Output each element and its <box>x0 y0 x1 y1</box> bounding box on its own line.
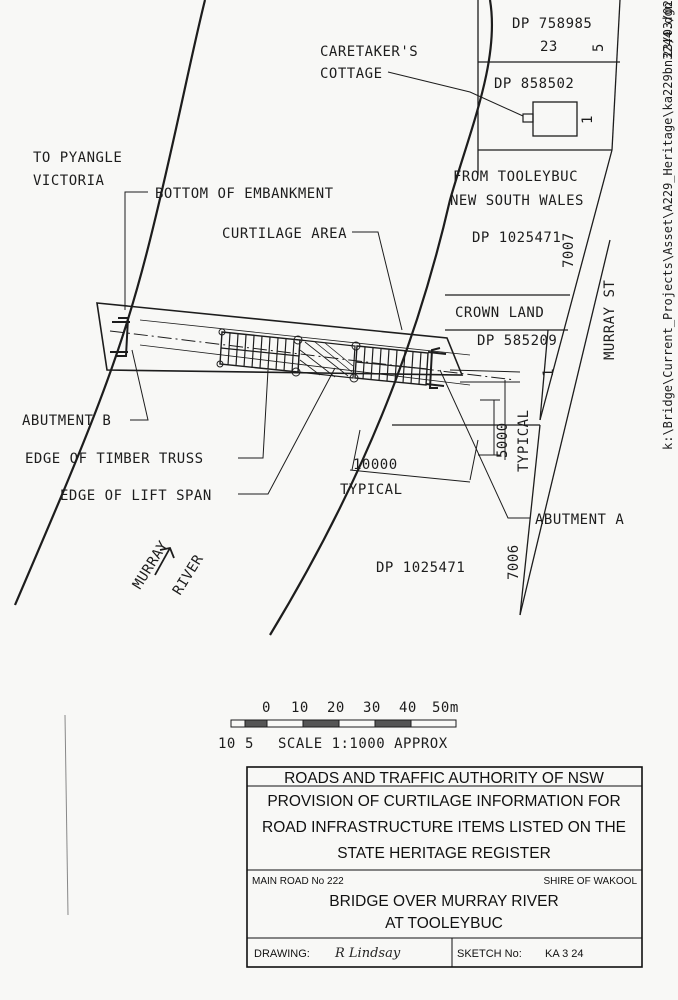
timber-truss-span-west <box>219 331 301 373</box>
dimension-marks <box>349 369 521 483</box>
lot-1b: 1 <box>541 368 557 377</box>
file-path-stamp: k:\Bridge\Current_Projects\Asset\A229_He… <box>661 2 675 450</box>
scale-tick: 0 <box>262 700 271 716</box>
lot-dp-858502: DP 858502 <box>494 76 574 92</box>
property-boundaries <box>392 0 621 616</box>
lot-dp-1025471-top: DP 1025471 <box>472 230 561 246</box>
label-to-pyangle-1: TO PYANGLE <box>33 150 122 166</box>
label-murray-river-2: RIVER <box>170 552 207 598</box>
label-to-pyangle-2: VICTORIA <box>33 173 105 189</box>
tb-sketch-number: KA 3 24 <box>545 948 584 960</box>
lift-span <box>297 339 356 379</box>
tb-shire: SHIRE OF WAKOOL <box>543 876 637 887</box>
abutment-a-symbol <box>425 347 447 389</box>
lot-dp-1025471-bottom: DP 1025471 <box>376 560 465 576</box>
label-bottom-embankment: BOTTOM OF EMBANKMENT <box>155 186 334 202</box>
cottage-porch <box>522 113 534 123</box>
caretaker-cottage-building <box>532 101 578 137</box>
lot-dp-585209: DP 585209 <box>477 333 557 349</box>
lot-23: 23 <box>540 39 558 55</box>
label-from-tooleybuc-2: NEW SOUTH WALES <box>450 193 584 209</box>
curtilage-boundary <box>96 302 464 376</box>
tb-authority: ROADS AND TRAFFIC AUTHORITY OF NSW <box>284 770 604 787</box>
tb-drawing-label: DRAWING: <box>254 948 310 960</box>
label-dim-5000: 5000 <box>495 422 511 458</box>
north-arrow <box>154 546 175 576</box>
river-bank-east <box>269 0 494 636</box>
date-stamp: 23/03/02 <box>661 0 675 58</box>
bridge-centreline <box>109 330 516 381</box>
lot-7007: 7007 <box>561 232 577 268</box>
lot-7006: 7006 <box>506 544 522 580</box>
label-typical-v: TYPICAL <box>516 409 532 472</box>
leader-lines <box>124 71 530 519</box>
margin-line <box>64 714 69 916</box>
label-dim-10000: 10000 <box>353 457 398 473</box>
title-block <box>246 766 643 968</box>
timber-truss-span-east <box>354 345 429 386</box>
tb-sketch-label: SKETCH No: <box>457 948 522 960</box>
tb-line1: PROVISION OF CURTILAGE INFORMATION FOR <box>267 793 620 810</box>
label-edge-lift-span: EDGE OF LIFT SPAN <box>60 488 212 504</box>
lot-dp-758985: DP 758985 <box>512 16 592 32</box>
bridge-edge-line-south <box>139 344 471 386</box>
scale-tick: 40 <box>399 700 417 716</box>
label-typical-h: TYPICAL <box>340 482 403 498</box>
tb-bridge-line1: BRIDGE OVER MURRAY RIVER <box>329 893 558 910</box>
label-caretaker-2: COTTAGE <box>320 66 383 82</box>
abutment-b-symbol <box>110 317 130 357</box>
label-abutment-a: ABUTMENT A <box>535 512 624 528</box>
tb-line2: ROAD INFRASTRUCTURE ITEMS LISTED ON THE <box>262 819 626 836</box>
label-crown-land: CROWN LAND <box>455 305 544 321</box>
tb-line3: STATE HERITAGE REGISTER <box>337 845 551 862</box>
bridge-edge-line-north <box>139 319 471 356</box>
label-from-tooleybuc-1: FROM TOOLEYBUC <box>453 169 578 185</box>
scale-left-5: 5 <box>245 736 254 752</box>
label-murray-river-1: MURRAY <box>130 538 172 592</box>
river-bank-west <box>13 0 207 606</box>
tb-main-road: MAIN ROAD No 222 <box>252 876 344 887</box>
scale-caption: SCALE 1:1000 APPROX <box>278 736 448 752</box>
lot-1a: 1 <box>580 115 596 124</box>
label-caretaker-1: CARETAKER'S <box>320 44 418 60</box>
scale-tick: 30 <box>363 700 381 716</box>
scale-left-10: 10 <box>218 736 236 752</box>
label-curtilage-area: CURTILAGE AREA <box>222 226 347 242</box>
lot-5: 5 <box>591 43 607 52</box>
scale-bar-ticks: 0 10 20 30 40 50m <box>262 700 459 716</box>
label-murray-st: MURRAY ST <box>602 280 618 360</box>
label-abutment-b: ABUTMENT B <box>22 413 111 429</box>
bridge-piers <box>216 328 361 383</box>
tb-bridge-line2: AT TOOLEYBUC <box>385 915 503 932</box>
label-edge-timber-truss: EDGE OF TIMBER TRUSS <box>25 451 204 467</box>
scale-tick: 20 <box>327 700 345 716</box>
scale-tick: 10 <box>291 700 309 716</box>
scale-bar-graphic <box>230 719 457 728</box>
tb-signature: R Lindsay <box>334 946 401 961</box>
scale-tick: 50m <box>432 700 459 716</box>
